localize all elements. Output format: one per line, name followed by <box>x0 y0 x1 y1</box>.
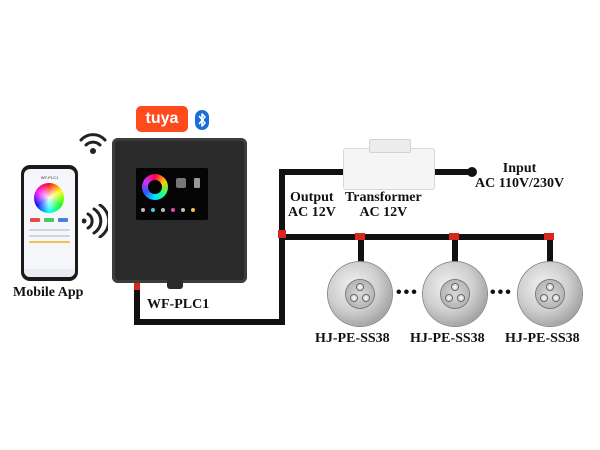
light-1-label: HJ-PE-SS38 <box>315 331 390 346</box>
connector-light-2 <box>449 233 459 240</box>
connector-light-3 <box>544 233 554 240</box>
connector-output <box>278 230 286 238</box>
phone-green-button <box>44 218 54 222</box>
light-lens <box>346 280 374 308</box>
connector-controller <box>134 283 140 290</box>
controller-gland <box>167 279 183 289</box>
output-label: Output AC 12V <box>288 190 336 220</box>
input-label: Input AC 110V/230V <box>475 161 564 191</box>
screen-icon <box>151 208 155 212</box>
led <box>351 295 357 301</box>
continuation-dots-2: ••• <box>490 284 513 301</box>
led <box>452 284 458 290</box>
screen-icon <box>176 178 186 188</box>
input-label-line1: Input <box>502 161 537 176</box>
transformer-terminal-cover <box>369 139 411 153</box>
light-3-label: HJ-PE-SS38 <box>505 331 580 346</box>
light-2-label: HJ-PE-SS38 <box>410 331 485 346</box>
output-label-line2: AC 12V <box>288 205 336 220</box>
screen-icon <box>141 208 145 212</box>
led <box>553 295 559 301</box>
bluetooth-icon <box>195 110 209 130</box>
mobile-app-label: Mobile App <box>13 285 84 300</box>
pool-light-2 <box>423 262 487 326</box>
phone-red-button <box>30 218 40 222</box>
led <box>446 295 452 301</box>
phone-slider <box>29 229 70 231</box>
led <box>547 284 553 290</box>
transformer <box>343 139 435 190</box>
tuya-logo: tuya <box>136 106 188 132</box>
controller-screen <box>136 168 208 220</box>
led <box>458 295 464 301</box>
controller-label: WF-PLC1 <box>147 297 210 312</box>
pool-light-1 <box>328 262 392 326</box>
screen-icon <box>171 208 175 212</box>
screen-icon <box>181 208 185 212</box>
input-label-line2: AC 110V/230V <box>475 176 565 191</box>
transformer-label: Transformer AC 12V <box>345 190 422 220</box>
mobile-phone: WF-PLC1 <box>21 165 78 281</box>
controller-box <box>112 138 247 289</box>
phone-screen-title: WF-PLC1 <box>40 175 59 180</box>
controller-color-ring <box>142 174 168 200</box>
led <box>363 295 369 301</box>
phone-slider <box>29 235 70 237</box>
connector-light-1 <box>355 233 365 240</box>
output-label-line1: Output <box>290 190 334 205</box>
input-plug-end <box>467 167 477 177</box>
phone-blue-button <box>58 218 68 222</box>
screen-icon <box>161 208 165 212</box>
color-wheel <box>34 183 64 213</box>
screen-icon <box>194 178 200 188</box>
screen-icon <box>191 208 195 212</box>
phone-nav-bar <box>24 269 75 277</box>
controller-to-output-cable <box>134 169 348 325</box>
phone-screen: WF-PLC1 <box>24 169 75 277</box>
light-lens <box>441 280 469 308</box>
light-lens <box>536 280 564 308</box>
led <box>541 295 547 301</box>
transformer-label-line2: AC 12V <box>359 205 408 220</box>
phone-slider <box>29 241 70 243</box>
transformer-label-line1: Transformer <box>345 190 422 205</box>
pool-light-3 <box>518 262 582 326</box>
wifi-icon <box>79 133 107 154</box>
wifi-signal-icon <box>82 204 108 238</box>
continuation-dots-1: ••• <box>396 284 419 301</box>
led <box>357 284 363 290</box>
